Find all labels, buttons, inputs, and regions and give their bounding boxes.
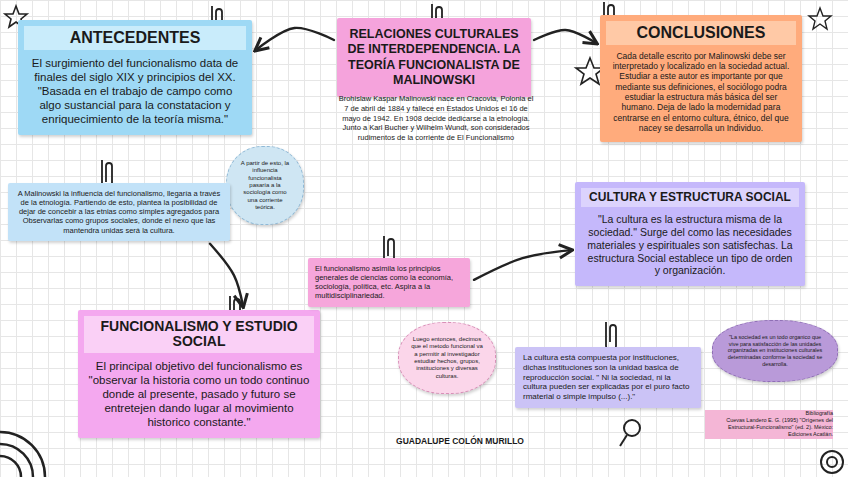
cloud-note: "La sociedad es un todo organico que viv…	[712, 320, 838, 382]
body-text: El funcionalismo asimila los principios …	[315, 264, 463, 301]
section-box: CONCLUSIONES Cada detalle escrito por Mal…	[600, 15, 802, 142]
body-text: Cada detalle escrito por Malinowski debe…	[610, 51, 792, 134]
spiral-doodle	[0, 432, 45, 477]
body-text: A partir de esto, la influencia funciona…	[238, 160, 292, 211]
curved-arrow	[210, 244, 243, 306]
bio-text: Brohislaw Kaspar Malinowski nace en Crac…	[338, 94, 534, 143]
curved-arrow	[534, 30, 596, 43]
section-heading: ANTECEDENTES	[24, 26, 246, 50]
circle-doodle	[821, 451, 843, 473]
author-name: GUADALUPE COLÓN MURILLO	[360, 436, 560, 447]
title-text: RELACIONES CULTURALES DE INTERDEPENDENCI…	[345, 27, 523, 88]
magnifier-icon	[620, 420, 640, 446]
body-text: Luego entonces, decimos que el metodo fu…	[411, 336, 483, 380]
body-text: El surgimiento del funcionalismo data de…	[28, 56, 242, 126]
bibliography-heading: Bibliografía	[705, 410, 833, 417]
bibliography-ref: Cuevas Landero E. G. (1995) "Orígenes de…	[705, 417, 833, 438]
section-heading: CONCLUSIONES	[606, 21, 796, 45]
note-box: La cultura está compuesta por institucio…	[515, 347, 701, 408]
cloud-note: Luego entonces, decimos que el metodo fu…	[398, 322, 496, 394]
section-box: CULTURA Y ESTRUCTURA SOCIAL "La cultura e…	[575, 182, 805, 286]
body-text: "La sociedad es un todo organico que viv…	[726, 334, 824, 368]
section-box: FUNCIONALISMO Y ESTUDIO SOCIAL El princip…	[78, 310, 320, 438]
section-box: ANTECEDENTES El surgimiento del funcional…	[18, 20, 252, 135]
section-heading: CULTURA Y ESTRUCTURA SOCIAL	[581, 188, 799, 207]
body-text: "La cultura es la estructura misma de la…	[585, 213, 795, 277]
curved-arrow	[474, 250, 571, 280]
cloud-note: A partir de esto, la influencia funciona…	[226, 146, 304, 225]
body-text: El principal objetivo del funcionalismo …	[88, 359, 310, 429]
body-text: La cultura está compuesta por institucio…	[523, 353, 693, 402]
title-box: RELACIONES CULTURALES DE INTERDEPENDENCI…	[337, 18, 531, 97]
note-box: El funcionalismo asimila los principios …	[308, 258, 470, 307]
section-heading: FUNCIONALISMO Y ESTUDIO SOCIAL	[84, 316, 314, 353]
curved-arrow	[256, 28, 334, 50]
note-box: A Malinowski la influencia del funcional…	[8, 183, 230, 241]
body-text: A Malinowski la influencia del funcional…	[16, 189, 222, 235]
star-doodle	[809, 8, 831, 29]
